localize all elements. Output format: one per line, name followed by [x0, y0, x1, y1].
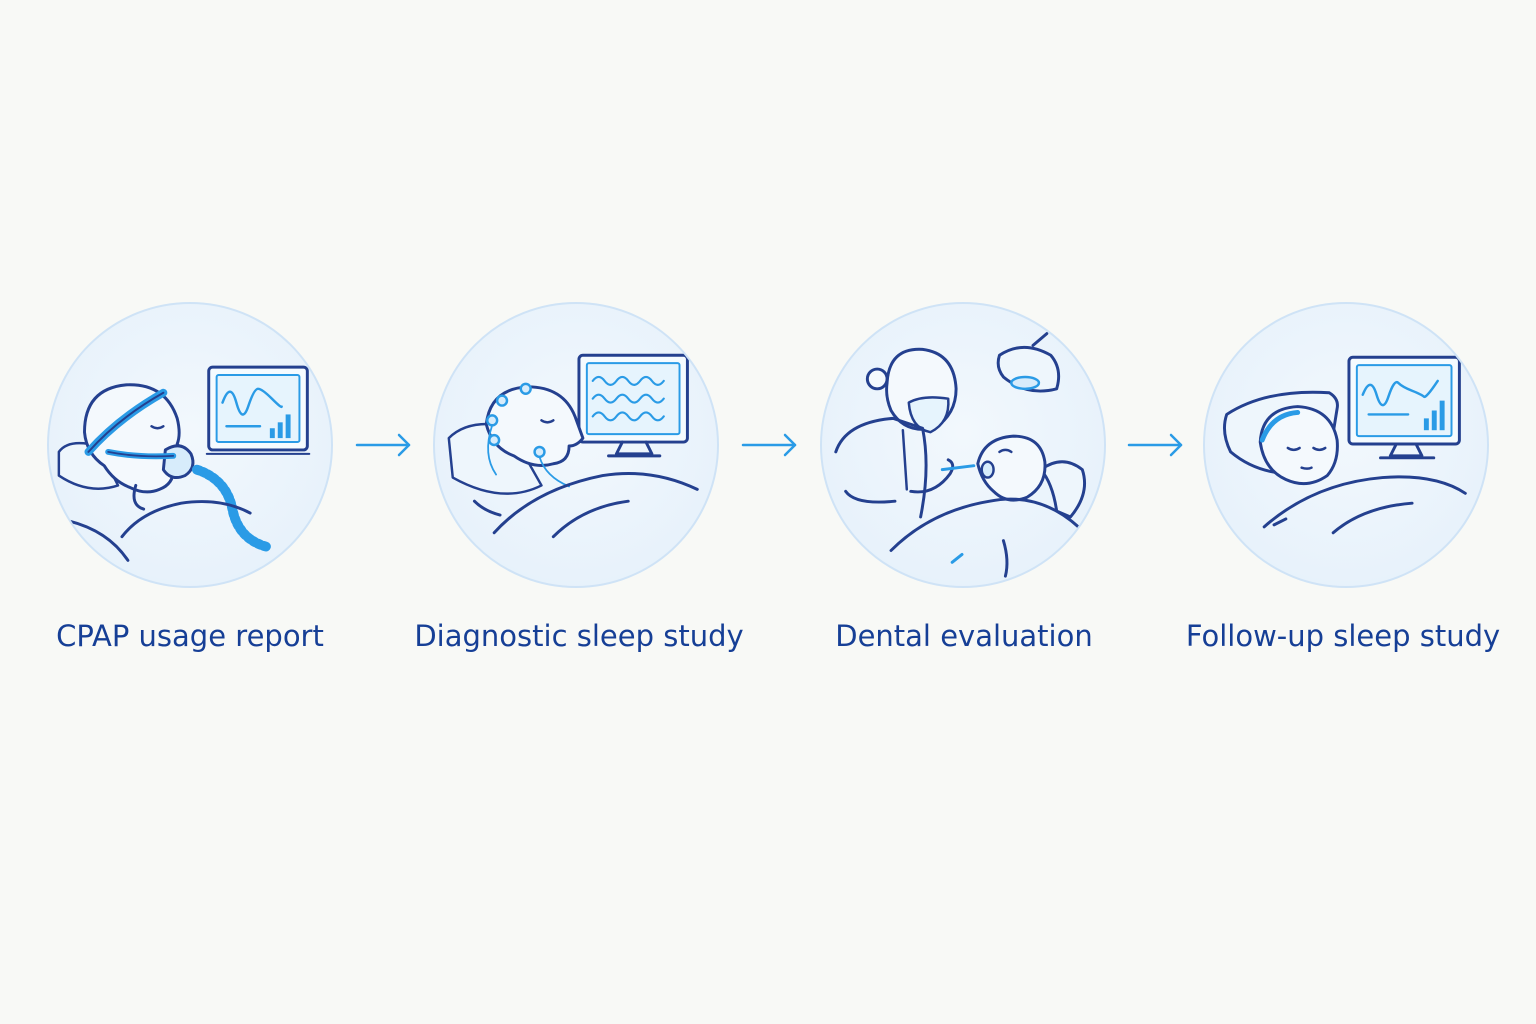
- step-4-illustration: [1203, 302, 1489, 588]
- step-3-label: Dental evaluation: [835, 619, 1093, 653]
- sleep-study-electrodes-icon: [447, 353, 699, 539]
- step-2-label: Diagnostic sleep study: [414, 619, 744, 653]
- step-1-label: CPAP usage report: [56, 619, 324, 653]
- cpap-patient-monitor-icon: [57, 365, 311, 562]
- dentist-exam-icon: [834, 332, 1087, 578]
- arrow-2-icon: [741, 430, 799, 460]
- arrow-3-icon: [1127, 430, 1185, 460]
- step-4-label: Follow-up sleep study: [1185, 619, 1501, 653]
- step-2-illustration: [433, 302, 719, 588]
- step-3-illustration: [820, 302, 1106, 588]
- arrow-1-icon: [355, 430, 413, 460]
- sleeping-patient-monitor-icon: [1222, 355, 1467, 535]
- step-1-illustration: [47, 302, 333, 588]
